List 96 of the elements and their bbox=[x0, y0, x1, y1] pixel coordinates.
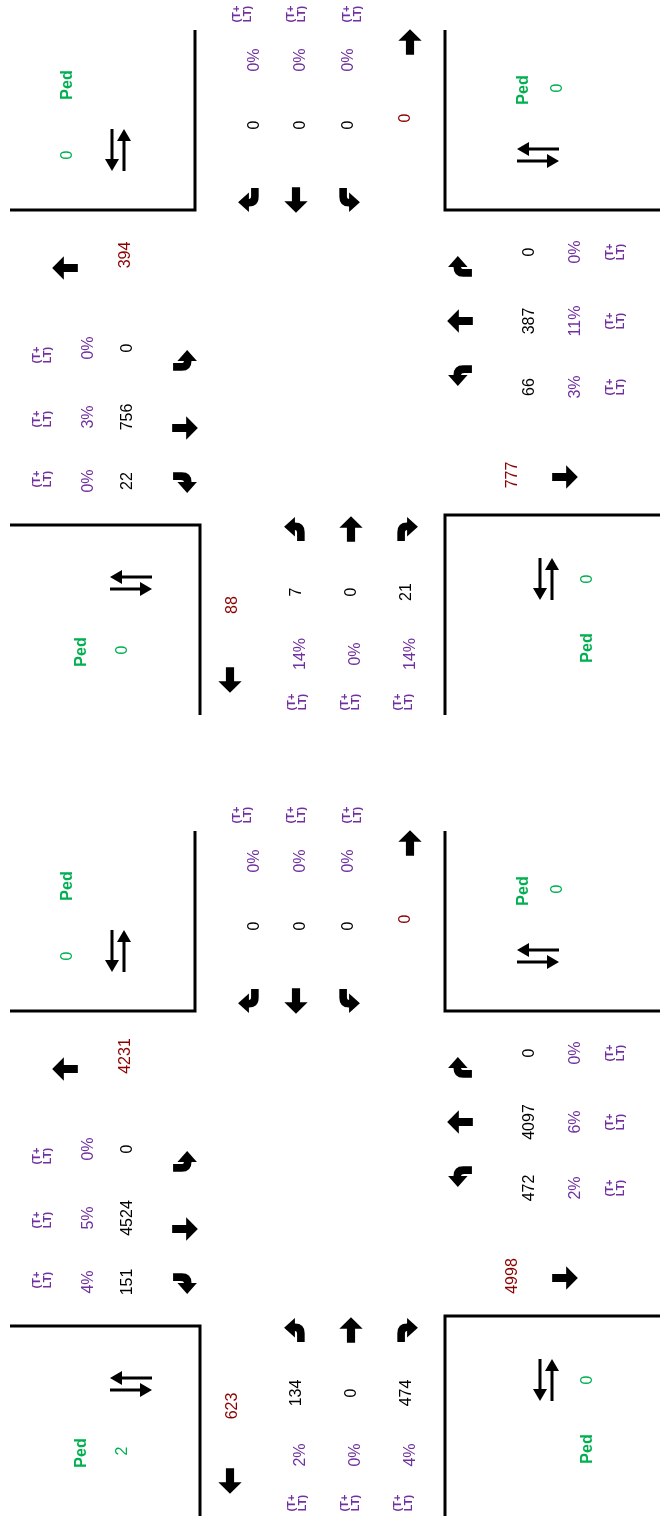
heavy-vehicle-percent: 0% bbox=[347, 1443, 363, 1467]
vehicle-class-label: (T+ LT) bbox=[604, 378, 626, 396]
vehicle-class-label: (T+ LT) bbox=[286, 693, 308, 711]
heavy-vehicle-percent: 0% bbox=[292, 849, 308, 873]
approach-total: 4998 bbox=[504, 1258, 520, 1294]
movement-count: 472 bbox=[521, 1174, 537, 1202]
vehicle-class-label: (T+ LT) bbox=[31, 1211, 53, 1229]
movement-count: 0 bbox=[343, 587, 359, 597]
movement-count: 22 bbox=[119, 472, 135, 490]
vehicle-class-label: (T+ LT) bbox=[31, 1271, 53, 1289]
vehicle-class-label: (T+ LT) bbox=[392, 1494, 414, 1512]
approach-total: 394 bbox=[117, 241, 133, 269]
vehicle-class-label: (T+ LT) bbox=[604, 312, 626, 330]
movement-count: 0 bbox=[292, 120, 308, 130]
movement-count: 4524 bbox=[119, 1200, 135, 1236]
heavy-vehicle-percent: 5% bbox=[80, 1206, 96, 1230]
vehicle-class-label: (T+ LT) bbox=[339, 1494, 361, 1512]
movement-count: 0 bbox=[119, 343, 135, 353]
vehicle-class-label: (T+ LT) bbox=[285, 5, 307, 23]
movement-count: 151 bbox=[119, 1268, 135, 1296]
vehicle-class-label: (T+ LT) bbox=[604, 1179, 626, 1197]
vehicle-class-label: (T+ LT) bbox=[604, 1044, 626, 1062]
approach-total: 0 bbox=[397, 914, 413, 924]
movement-count: 387 bbox=[521, 307, 537, 335]
pedestrian-count: 0 bbox=[549, 884, 565, 894]
pedestrian-label: Ped bbox=[73, 1438, 89, 1468]
approach-total: 4231 bbox=[117, 1038, 133, 1074]
pedestrian-label: Ped bbox=[73, 637, 89, 667]
pedestrian-count: 0 bbox=[579, 1375, 595, 1385]
vehicle-class-label: (T+ LT) bbox=[604, 243, 626, 261]
heavy-vehicle-percent: 2% bbox=[567, 1176, 583, 1200]
pedestrian-count: 2 bbox=[114, 1446, 130, 1456]
vehicle-class-label: (T+ LT) bbox=[31, 470, 53, 488]
heavy-vehicle-percent: 0% bbox=[340, 849, 356, 873]
movement-count: 0 bbox=[521, 247, 537, 257]
movement-count: 756 bbox=[119, 403, 135, 431]
movement-count: 0 bbox=[292, 921, 308, 931]
movement-count: 0 bbox=[340, 921, 356, 931]
heavy-vehicle-percent: 0% bbox=[80, 469, 96, 493]
heavy-vehicle-percent: 0% bbox=[246, 48, 262, 72]
approach-total: 777 bbox=[504, 461, 520, 489]
heavy-vehicle-percent: 6% bbox=[567, 1110, 583, 1134]
movement-count: 7 bbox=[288, 587, 304, 597]
vehicle-class-label: (T+ LT) bbox=[31, 1147, 53, 1165]
heavy-vehicle-percent: 2% bbox=[292, 1443, 308, 1467]
pedestrian-count: 0 bbox=[59, 150, 75, 160]
vehicle-class-label: (T+ LT) bbox=[31, 410, 53, 428]
heavy-vehicle-percent: 0% bbox=[567, 240, 583, 264]
movement-count: 134 bbox=[288, 1379, 304, 1407]
heavy-vehicle-percent: 4% bbox=[402, 1443, 418, 1467]
movement-count: 0 bbox=[246, 921, 262, 931]
vehicle-class-label: (T+ LT) bbox=[341, 806, 363, 824]
approach-total: 0 bbox=[397, 113, 413, 123]
vehicle-class-label: (T+ LT) bbox=[392, 693, 414, 711]
approach-total: 88 bbox=[224, 596, 240, 614]
vehicle-class-label: (T+ LT) bbox=[604, 1113, 626, 1131]
heavy-vehicle-percent: 3% bbox=[567, 375, 583, 399]
movement-count: 21 bbox=[398, 583, 414, 601]
pedestrian-count: 0 bbox=[549, 83, 565, 93]
vehicle-class-label: (T+ LT) bbox=[231, 806, 253, 824]
vehicle-class-label: (T+ LT) bbox=[339, 693, 361, 711]
heavy-vehicle-percent: 14% bbox=[292, 638, 308, 670]
movement-count: 0 bbox=[119, 1144, 135, 1154]
movement-count: 0 bbox=[246, 120, 262, 130]
vehicle-class-label: (T+ LT) bbox=[285, 806, 307, 824]
heavy-vehicle-percent: 0% bbox=[567, 1041, 583, 1065]
heavy-vehicle-percent: 3% bbox=[80, 405, 96, 429]
pedestrian-count: 0 bbox=[59, 951, 75, 961]
movement-count: 0 bbox=[343, 1388, 359, 1398]
pedestrian-count: 0 bbox=[114, 645, 130, 655]
heavy-vehicle-percent: 0% bbox=[80, 1137, 96, 1161]
approach-total: 623 bbox=[224, 1392, 240, 1420]
heavy-vehicle-percent: 0% bbox=[80, 336, 96, 360]
heavy-vehicle-percent: 0% bbox=[292, 48, 308, 72]
heavy-vehicle-percent: 14% bbox=[402, 638, 418, 670]
vehicle-class-label: (T+ LT) bbox=[341, 5, 363, 23]
pedestrian-label: Ped bbox=[579, 633, 595, 663]
vehicle-class-label: (T+ LT) bbox=[231, 5, 253, 23]
movement-count: 0 bbox=[521, 1048, 537, 1058]
heavy-vehicle-percent: 11% bbox=[567, 305, 583, 337]
vehicle-class-label: (T+ LT) bbox=[286, 1494, 308, 1512]
pedestrian-count: 0 bbox=[579, 574, 595, 584]
heavy-vehicle-percent: 4% bbox=[80, 1270, 96, 1294]
pedestrian-label: Ped bbox=[515, 876, 531, 906]
pedestrian-label: Ped bbox=[515, 75, 531, 105]
movement-count: 66 bbox=[521, 378, 537, 396]
vehicle-class-label: (T+ LT) bbox=[31, 346, 53, 364]
pedestrian-label: Ped bbox=[579, 1434, 595, 1464]
movement-count: 474 bbox=[398, 1379, 414, 1407]
movement-count: 0 bbox=[340, 120, 356, 130]
movement-count: 4097 bbox=[521, 1104, 537, 1140]
heavy-vehicle-percent: 0% bbox=[246, 849, 262, 873]
heavy-vehicle-percent: 0% bbox=[340, 48, 356, 72]
pedestrian-label: Ped bbox=[59, 70, 75, 100]
heavy-vehicle-percent: 0% bbox=[347, 642, 363, 666]
pedestrian-label: Ped bbox=[59, 871, 75, 901]
